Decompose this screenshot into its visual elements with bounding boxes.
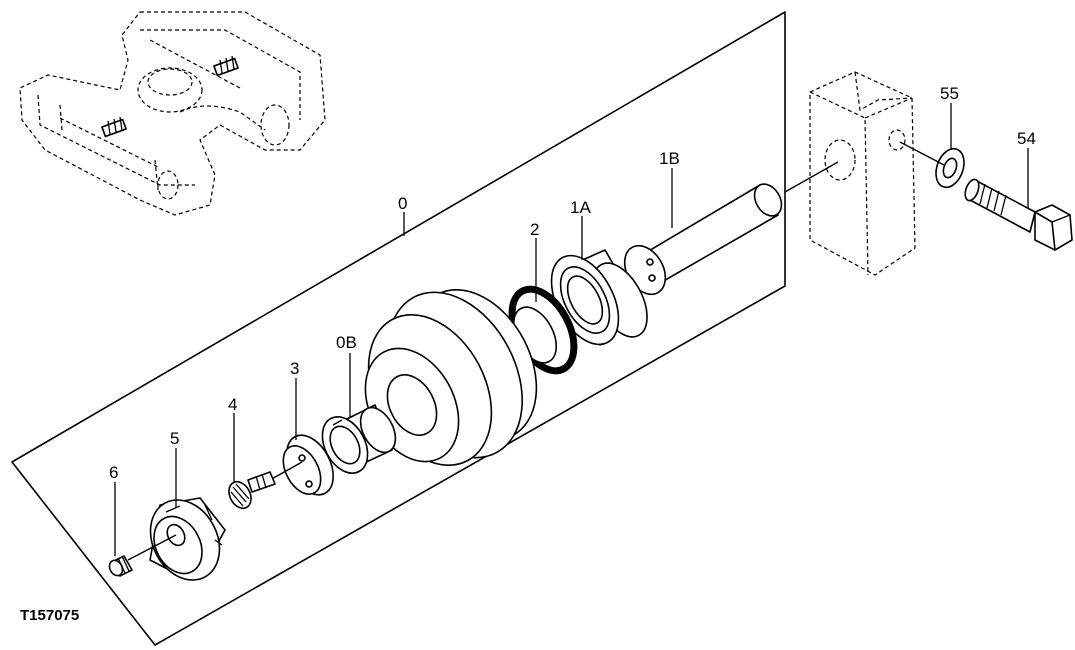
callout-0b: 0B bbox=[336, 333, 357, 352]
callout-6: 6 bbox=[109, 463, 118, 482]
callout-54: 54 bbox=[1017, 129, 1036, 148]
thrust-washer bbox=[282, 434, 334, 496]
leader-lines bbox=[114, 103, 1029, 556]
callout-5: 5 bbox=[170, 429, 179, 448]
screw-axis-line bbox=[269, 461, 303, 481]
assembly-frame bbox=[11, 11, 786, 646]
figure-id: T157075 bbox=[20, 607, 79, 624]
pipe-plug-icon bbox=[108, 555, 133, 577]
flat-washer bbox=[935, 147, 965, 189]
callout-55: 55 bbox=[940, 84, 959, 103]
callout-1a: 1A bbox=[570, 198, 591, 217]
callout-2: 2 bbox=[530, 220, 539, 239]
track-frame-outline bbox=[19, 11, 326, 216]
mounting-bracket-outline bbox=[809, 71, 916, 276]
bushing bbox=[321, 404, 397, 474]
bolt-axis-line bbox=[899, 141, 945, 166]
callout-1b: 1B bbox=[659, 149, 680, 168]
pin-axis-line bbox=[784, 161, 839, 193]
grease-fitting-icon bbox=[213, 55, 239, 77]
callout-4: 4 bbox=[228, 395, 237, 414]
hex-bolt-icon bbox=[964, 178, 1073, 251]
callout-0: 0 bbox=[398, 194, 407, 213]
end-cap bbox=[149, 497, 226, 581]
callout-3: 3 bbox=[290, 359, 299, 378]
cap-screw-icon bbox=[228, 471, 276, 510]
roller-pin bbox=[623, 183, 783, 296]
grease-fitting-icon bbox=[101, 116, 127, 138]
track-roller bbox=[364, 288, 538, 467]
plug-axis-line bbox=[127, 534, 177, 561]
